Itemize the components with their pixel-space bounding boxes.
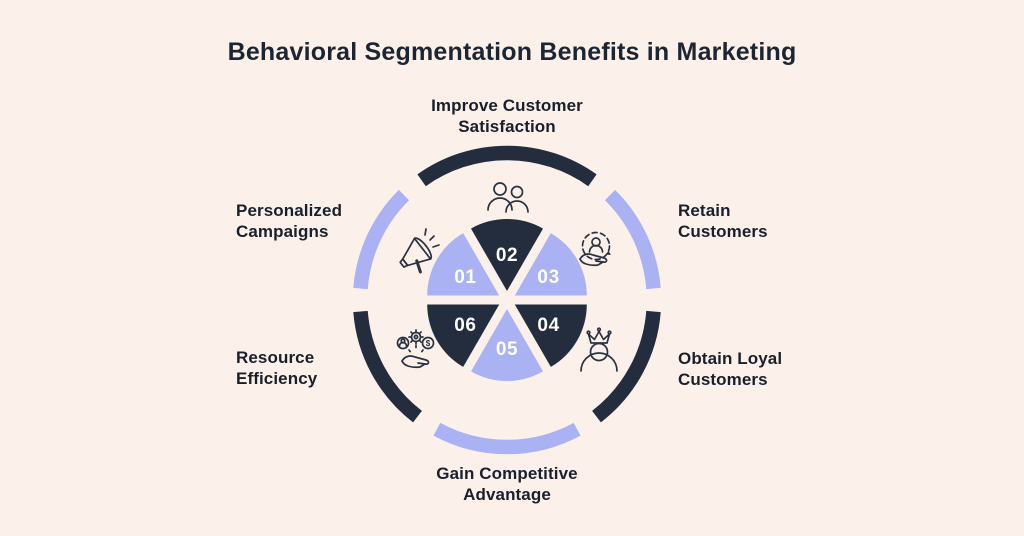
segment-wedge-01 [427, 233, 500, 296]
ring-arc-lower-right [591, 310, 661, 423]
label-line: Retain [678, 201, 731, 220]
ring-arc-upper-right [604, 189, 661, 290]
label-line: Personalized [236, 201, 343, 220]
people-icon [487, 182, 529, 213]
pie-segments [427, 218, 587, 382]
segment-number-04: 04 [537, 315, 559, 336]
megaphone-icon [399, 228, 440, 274]
label-personalized-campaigns: Personalized Campaigns [236, 201, 342, 242]
label-line: Advantage [463, 484, 551, 504]
label-line: Resource [236, 348, 315, 367]
hand-with-resources-icon: $ [396, 329, 435, 369]
segment-wedge-06 [427, 304, 500, 367]
outer-ring [353, 145, 661, 455]
label-line: Obtain Loyal [678, 349, 783, 368]
segmentation-wheel: 01 02 03 04 05 06 [353, 145, 661, 455]
page-title: Behavioral Segmentation Benefits in Mark… [227, 38, 797, 66]
segment-wedge-03 [514, 233, 587, 296]
ring-arc-top [417, 145, 597, 187]
segment-number-02: 02 [496, 245, 518, 266]
segment-number-01: 01 [454, 267, 476, 288]
segment-wedge-04 [514, 304, 587, 367]
segment-number-05: 05 [496, 339, 518, 360]
segment-wedge-05 [471, 309, 543, 382]
label-resource-efficiency: Resource Efficiency [236, 348, 317, 389]
label-improve-customer-satisfaction: Improve Customer Satisfaction [357, 96, 657, 137]
segment-number-03: 03 [537, 267, 559, 288]
label-gain-competitive-advantage: Gain Competitive Advantage [357, 464, 657, 505]
ring-arc-lower-left [353, 310, 423, 423]
segment-number-06: 06 [454, 315, 476, 336]
svg-text:$: $ [426, 339, 431, 348]
crowned-customer-icon [580, 327, 618, 372]
label-line: Satisfaction [458, 116, 556, 136]
label-line: Improve Customer [431, 96, 583, 115]
label-line: Customers [678, 221, 768, 241]
segment-wedge-02 [471, 218, 543, 291]
ring-arc-bottom [433, 422, 581, 455]
label-line: Efficiency [236, 368, 318, 388]
segment-numbers: 01 02 03 04 05 06 [454, 245, 559, 360]
label-obtain-loyal-customers: Obtain Loyal Customers [678, 349, 782, 390]
ring-arc-upper-left [353, 189, 410, 290]
label-line: Gain Competitive [436, 464, 578, 483]
label-line: Campaigns [236, 221, 329, 241]
label-retain-customers: Retain Customers [678, 201, 768, 242]
customer-retention-icon [579, 231, 611, 267]
label-line: Customers [678, 369, 768, 389]
